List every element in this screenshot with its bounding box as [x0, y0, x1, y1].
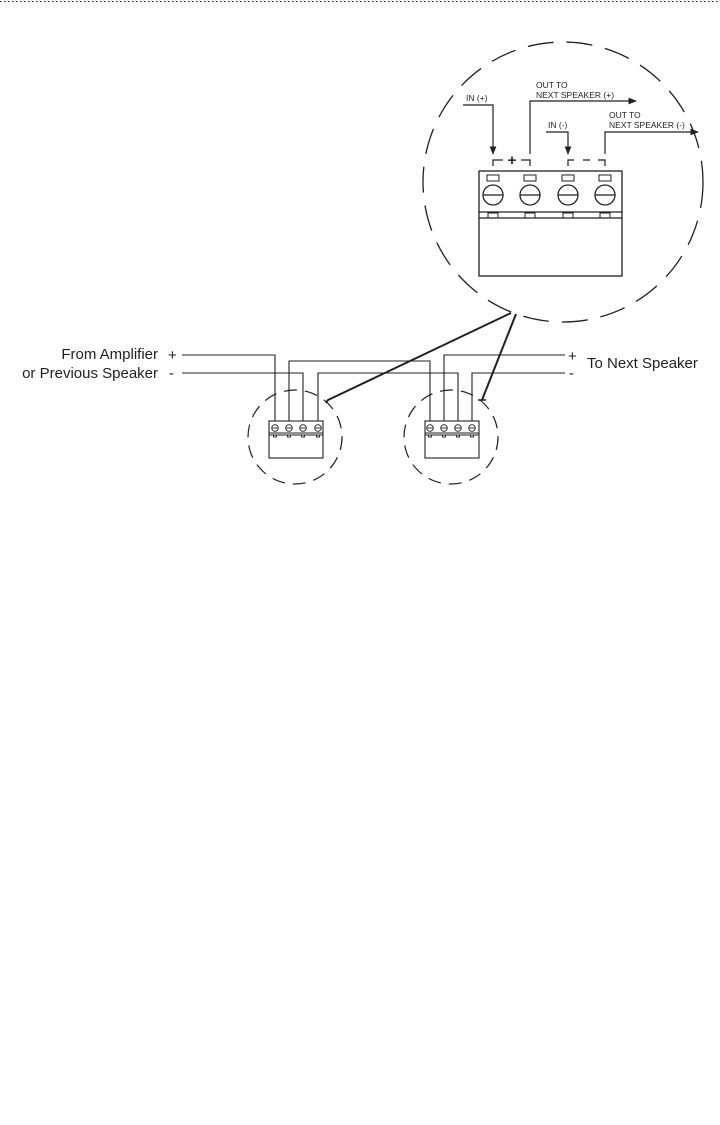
detail-in-minus-arrow	[546, 131, 572, 155]
wire-next-plus	[443, 354, 565, 421]
destination-minus-sign: -	[569, 365, 574, 382]
source-minus-sign: -	[169, 365, 174, 382]
source-label-line1: From Amplifier	[61, 346, 158, 363]
wire-source-plus	[182, 354, 276, 421]
leader-line-right	[481, 313, 517, 401]
detail-tab-3	[561, 174, 575, 182]
wire-link-plus	[288, 360, 431, 421]
detail-out-plus-arrow	[529, 97, 637, 154]
speaker-2-terminal	[403, 389, 499, 485]
source-label-line2: or Previous Speaker	[22, 365, 158, 382]
detail-terminal-block	[478, 170, 623, 277]
detail-screw-4	[594, 184, 616, 206]
detail-out-plus-label-1: OUT TO	[536, 80, 568, 90]
speaker-1-terminal	[247, 389, 343, 485]
detail-minus-bracket	[567, 159, 606, 166]
detail-screw-2	[519, 184, 541, 206]
detail-tab-4	[598, 174, 612, 182]
detail-out-minus-label-2: NEXT SPEAKER (-)	[609, 120, 685, 130]
detail-out-plus-label-2: NEXT SPEAKER (+)	[536, 90, 614, 100]
detail-lower-tab-2	[524, 212, 536, 219]
leader-line-left	[325, 312, 512, 404]
speaker-1-dashed-circle	[247, 389, 343, 485]
detail-plus-bracket	[492, 159, 531, 166]
detail-tab-1	[486, 174, 500, 182]
detail-out-minus-label-1: OUT TO	[609, 110, 641, 120]
detail-in-minus-label: IN (-)	[548, 120, 568, 130]
detail-magnifier: + IN (+) OUT TO NEXT SPEAKER (+) IN (-) …	[422, 41, 704, 323]
wire-link-minus	[317, 372, 459, 421]
detail-in-plus-label: IN (+)	[466, 93, 488, 103]
detail-lower-tab-4	[599, 212, 611, 219]
detail-in-plus-arrow	[463, 104, 497, 155]
detail-plus-sign: +	[508, 152, 517, 169]
detail-lower-tab-3	[562, 212, 574, 219]
source-plus-sign: +	[168, 347, 177, 364]
wires	[182, 354, 565, 421]
destination-plus-sign: +	[568, 348, 577, 365]
destination-label: To Next Speaker	[587, 355, 698, 372]
detail-screw-3	[557, 184, 579, 206]
detail-dashed-circle	[422, 41, 704, 323]
detail-lower-tab-1	[487, 212, 499, 219]
wire-source-minus	[182, 372, 304, 421]
detail-out-minus-arrow	[604, 128, 699, 154]
detail-tab-2	[523, 174, 537, 182]
wire-next-minus	[471, 372, 565, 421]
detail-screw-1	[482, 184, 504, 206]
speaker-2-dashed-circle	[403, 389, 499, 485]
